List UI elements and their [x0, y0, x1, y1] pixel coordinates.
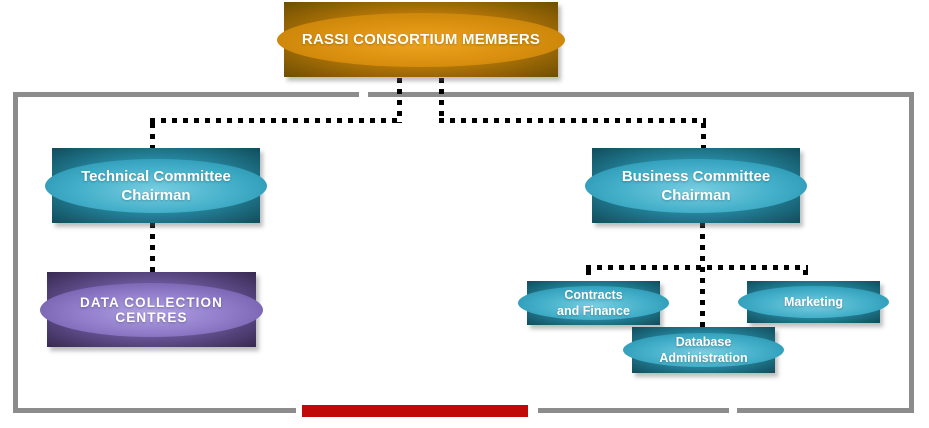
connector-business-to-database: [700, 223, 705, 327]
node-label-line2: Chairman: [661, 186, 731, 204]
node-ellipse: [518, 286, 669, 320]
connector-marketing-drop: [803, 270, 808, 281]
node-business-committee-chairman: Business Committee Chairman: [585, 148, 807, 223]
node-label-line2: Administration: [659, 351, 748, 365]
connector-root-drop-right: [439, 78, 444, 123]
node-label-line2: and Finance: [557, 304, 630, 318]
frame-gap-top: [359, 92, 368, 98]
node-technical-committee-chairman: Technical Committee Chairman: [45, 148, 267, 223]
frame-gap-bottom-left: [296, 407, 303, 414]
node-ellipse: [585, 158, 807, 213]
frame-gap-bottom-mid: [528, 407, 538, 414]
node-label-line2: Chairman: [121, 186, 191, 204]
node-contracts-and-finance: Contracts and Finance: [518, 281, 669, 325]
connector-top-rail-right: [439, 118, 706, 123]
node-ellipse: [40, 282, 263, 337]
node-rassi-consortium-members: RASSI CONSORTIUM MEMBERS: [277, 2, 565, 77]
connector-top-rail-left: [150, 118, 402, 123]
node-label: RASSI CONSORTIUM MEMBERS: [301, 31, 541, 48]
node-database-administration: Database Administration: [623, 327, 784, 373]
node-label: DATA COLLECTION CENTRES: [80, 294, 223, 325]
node-label-line1: Database: [675, 335, 732, 349]
connector-business-rail: [586, 265, 808, 270]
node-ellipse: [277, 12, 565, 67]
connector-business-top: [701, 123, 706, 148]
node-ellipse: [738, 286, 889, 318]
bottom-accent-bar: [302, 405, 528, 417]
node-label-line1: Contracts: [564, 288, 623, 302]
node-label-line1: Technical Committee: [81, 167, 231, 185]
connector-root-drop-left: [397, 78, 402, 123]
connector-contracts-drop: [586, 270, 591, 281]
node-marketing: Marketing: [738, 281, 889, 323]
chart-frame-border: [13, 92, 914, 413]
node-label: Marketing: [783, 295, 844, 309]
node-ellipse: [623, 332, 784, 368]
connector-technical-top: [150, 123, 155, 148]
connector-technical-to-dcc: [150, 223, 155, 272]
node-ellipse: [45, 158, 267, 213]
node-label-line1: Business Committee: [621, 167, 771, 185]
frame-gap-bottom-right: [729, 407, 737, 414]
node-data-collection-centres: DATA COLLECTION CENTRES: [40, 272, 263, 347]
